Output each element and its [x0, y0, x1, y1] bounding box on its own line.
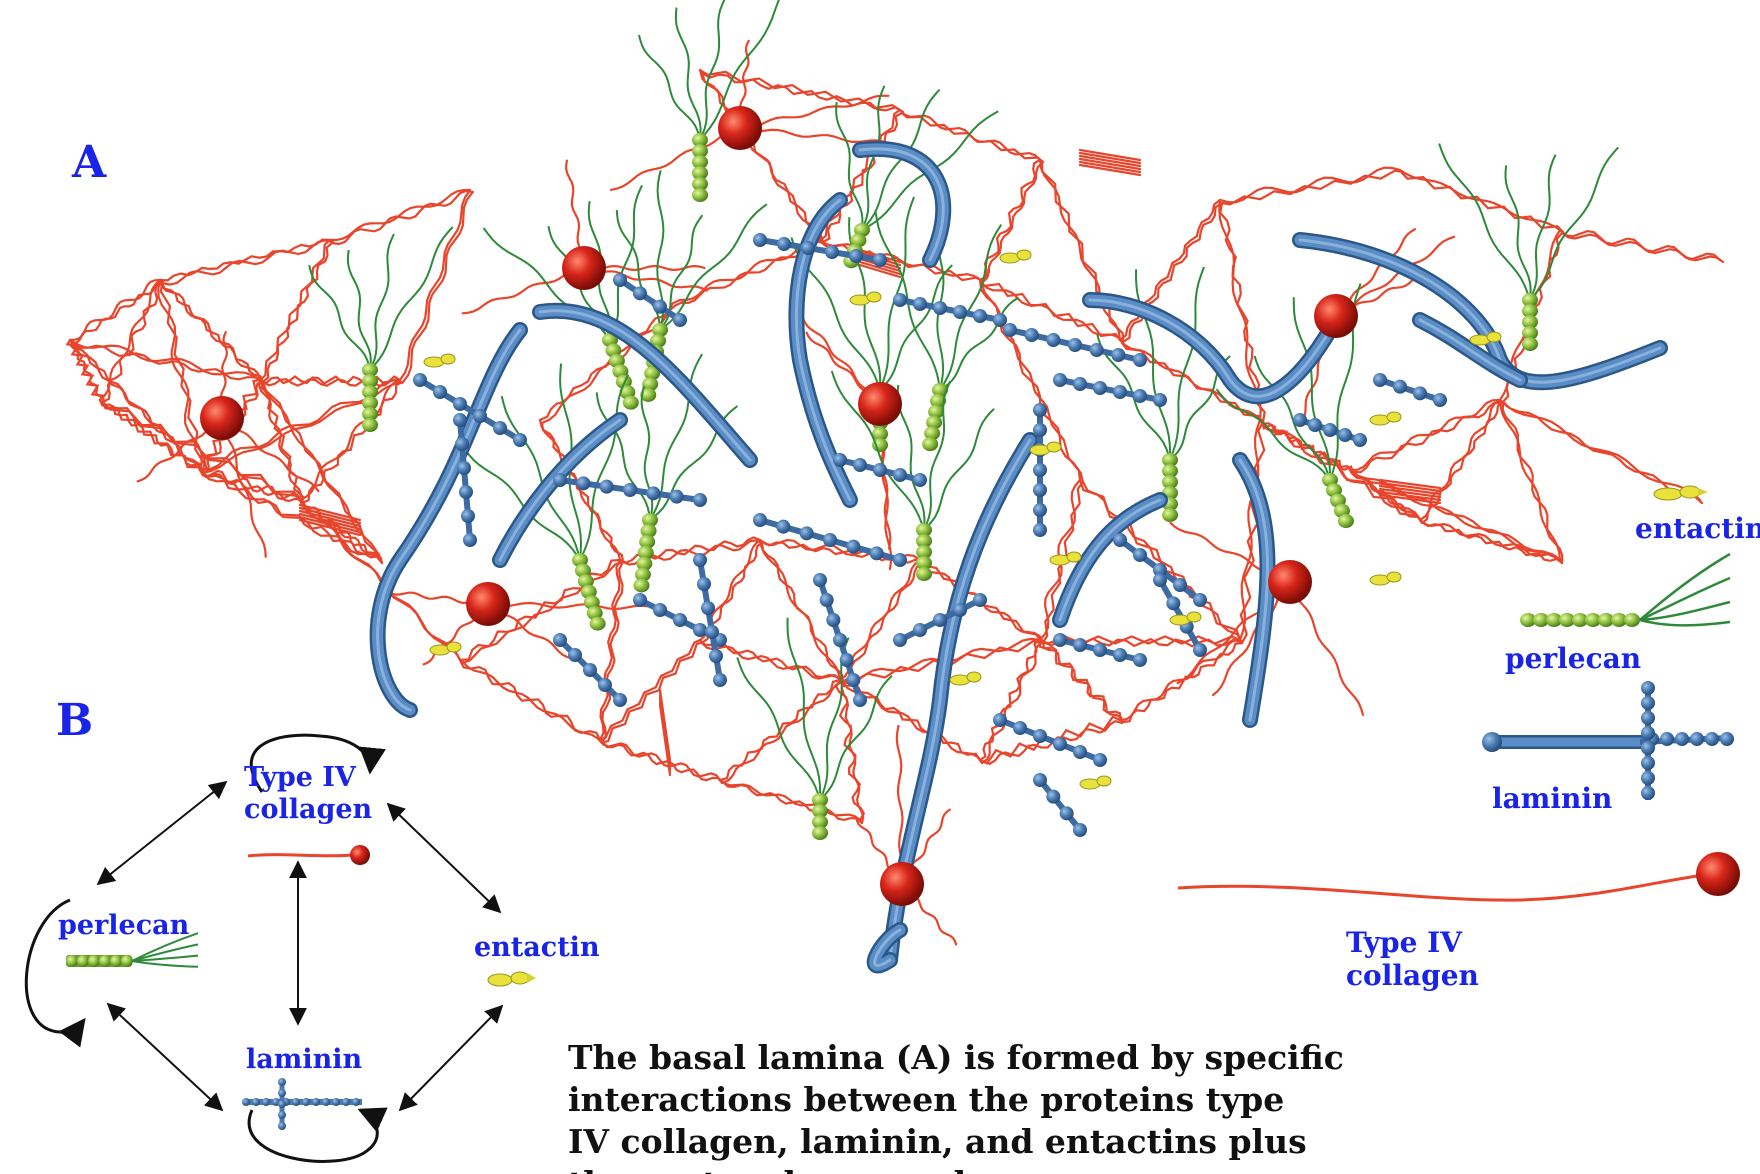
collagen-head [562, 246, 606, 290]
panel-b-collagen-label-line1: Type IV [244, 762, 357, 793]
collagen-entactin-arrow [386, 802, 502, 914]
legend-laminin-label: laminin [1492, 782, 1612, 815]
legend: entactin perlecan laminin Type IV collag… [1177, 485, 1760, 992]
perlecan-molecule [308, 226, 454, 432]
perlecan-laminin-arrow [106, 1002, 224, 1112]
entactin-molecule [1049, 551, 1082, 566]
entactin-molecule [1369, 571, 1402, 586]
entactin-laminin-arrow [398, 1004, 504, 1112]
panel-b-collagen-label-line2: collagen [244, 794, 373, 825]
panel-b-entactin-label: entactin [474, 932, 600, 963]
legend-collagen-label-line2: collagen [1346, 959, 1479, 992]
network-panel-a [65, 0, 1725, 974]
perlecan-network [308, 0, 1619, 840]
entactin-molecule [849, 291, 882, 306]
legend-laminin-icon [1482, 681, 1734, 800]
legend-perlecan-label: perlecan [1505, 642, 1641, 675]
entactin-molecule [1169, 611, 1202, 626]
panel-b-entactin-icon [487, 971, 536, 987]
entactin-molecule [429, 641, 462, 656]
perlecan-molecule [835, 85, 999, 269]
perlecan-molecule [1438, 143, 1619, 351]
panel-label-a: A [71, 137, 107, 188]
figure-caption: The basal lamina (A) is formed by specif… [568, 1038, 1344, 1174]
legend-collagen-icon [1177, 852, 1740, 902]
interaction-diagram-panel-b: Type IV collagen perlecan entactin lamin… [24, 733, 600, 1163]
collagen-head [858, 382, 902, 426]
entactin-molecule [1369, 411, 1402, 426]
panel-b-laminin-label: laminin [246, 1044, 362, 1075]
panel-b-laminin-icon [242, 1078, 362, 1130]
collagen-perlecan-arrow [96, 780, 228, 886]
caption-line-3: IV collagen, laminin, and entactins plus [568, 1122, 1307, 1161]
legend-perlecan-icon [1520, 552, 1731, 627]
perlecan-molecule [736, 617, 893, 840]
collagen-head [718, 106, 762, 150]
laminin-network [369, 140, 1668, 974]
entactin-molecule [1029, 441, 1062, 456]
legend-entactin-label: entactin [1635, 512, 1760, 545]
collagen-heads [200, 106, 1358, 906]
entactin-molecule [1079, 775, 1112, 790]
perlecan-molecule [460, 363, 630, 631]
legend-entactin-icon [1653, 485, 1708, 501]
collagen-network [65, 39, 1725, 946]
panel-b-perlecan-icon [66, 932, 199, 968]
caption-line-2: interactions between the proteins type [568, 1080, 1284, 1119]
entactin-network [423, 249, 1502, 790]
collagen-head [200, 396, 244, 440]
perlecan-molecule [1215, 283, 1362, 529]
perlecan-molecule [638, 0, 780, 202]
collagen-self-loop-arrow [249, 733, 386, 793]
collagen-head [880, 862, 924, 906]
perlecan-molecule [595, 353, 739, 593]
legend-collagen-label-line1: Type IV [1346, 926, 1463, 959]
panel-b-perlecan-label: perlecan [58, 910, 190, 941]
collagen-head [1268, 560, 1312, 604]
collagen-head [1314, 294, 1358, 338]
caption-line-1: The basal lamina (A) is formed by specif… [568, 1038, 1344, 1077]
entactin-molecule [423, 353, 456, 368]
panel-label-b: B [56, 695, 93, 746]
perlecan-self-loop-arrow [24, 898, 86, 1048]
caption-line-4: the proteoglycan perlecan. [568, 1164, 1064, 1174]
collagen-head [466, 582, 510, 626]
entactin-molecule [1469, 331, 1502, 346]
entactin-molecule [949, 671, 982, 686]
entactin-molecule [999, 249, 1032, 264]
laminin-self-loop-arrow [247, 1107, 388, 1163]
panel-b-collagen-icon [247, 845, 370, 865]
